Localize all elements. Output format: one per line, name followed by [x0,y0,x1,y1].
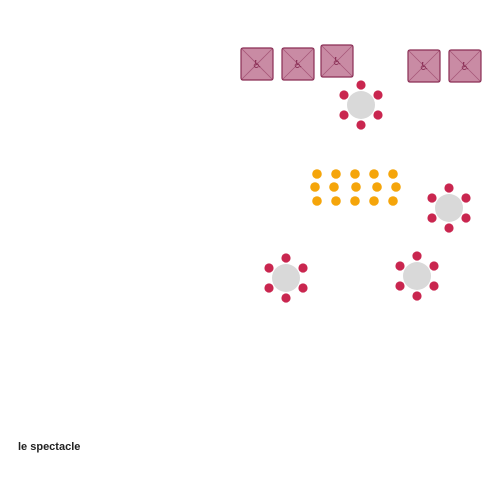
seat[interactable] [312,196,322,206]
wheelchair-icon: ♿ [332,55,342,68]
seat[interactable] [388,169,398,179]
table-top [272,264,300,292]
wheelchair-space-3[interactable]: ♿ [320,44,354,78]
table-chair[interactable] [395,261,405,271]
wheelchair-space-1[interactable]: ♿ [240,47,274,81]
table-top [435,194,463,222]
table-chair[interactable] [373,90,383,100]
table-chair[interactable] [356,80,366,90]
wheelchair-spaces: ♿ ♿ ♿ ♿ ♿ [240,44,482,83]
table-chair[interactable] [339,90,349,100]
table-chair[interactable] [395,281,405,291]
table-top [347,91,375,119]
seat[interactable] [331,169,341,179]
seat[interactable] [310,182,320,192]
wheelchair-space-4[interactable]: ♿ [407,49,441,83]
seat[interactable] [331,196,341,206]
round-table-4 [395,251,439,301]
seat[interactable] [372,182,382,192]
seat[interactable] [351,182,361,192]
table-chair[interactable] [427,213,437,223]
wheelchair-space-2[interactable]: ♿ [281,47,315,81]
table-chair[interactable] [281,253,291,263]
table-chair[interactable] [461,213,471,223]
round-table-1 [339,80,383,130]
table-chair[interactable] [264,283,274,293]
wheelchair-icon: ♿ [293,58,303,71]
wheelchair-icon: ♿ [252,58,262,71]
seat[interactable] [350,169,360,179]
table-chair[interactable] [444,183,454,193]
table-chair[interactable] [444,223,454,233]
table-chair[interactable] [412,291,422,301]
seat[interactable] [350,196,360,206]
table-chair[interactable] [281,293,291,303]
round-table-2 [427,183,471,233]
wheelchair-icon: ♿ [419,60,429,73]
table-chair[interactable] [339,110,349,120]
table-chair[interactable] [373,110,383,120]
table-chair[interactable] [356,120,366,130]
seat[interactable] [369,196,379,206]
table-chair[interactable] [298,263,308,273]
round-table-3 [264,253,308,303]
stage-label: le spectacle [18,441,81,453]
table-chair[interactable] [412,251,422,261]
table-chair[interactable] [429,281,439,291]
table-chair[interactable] [461,193,471,203]
table-chair[interactable] [429,261,439,271]
seat[interactable] [388,196,398,206]
seat[interactable] [329,182,339,192]
seat[interactable] [391,182,401,192]
wheelchair-icon: ♿ [460,60,470,73]
seat[interactable] [312,169,322,179]
table-chair[interactable] [427,193,437,203]
wheelchair-space-5[interactable]: ♿ [448,49,482,83]
seat[interactable] [369,169,379,179]
table-chair[interactable] [264,263,274,273]
table-top [403,262,431,290]
general-admission-block [310,169,401,206]
table-chair[interactable] [298,283,308,293]
